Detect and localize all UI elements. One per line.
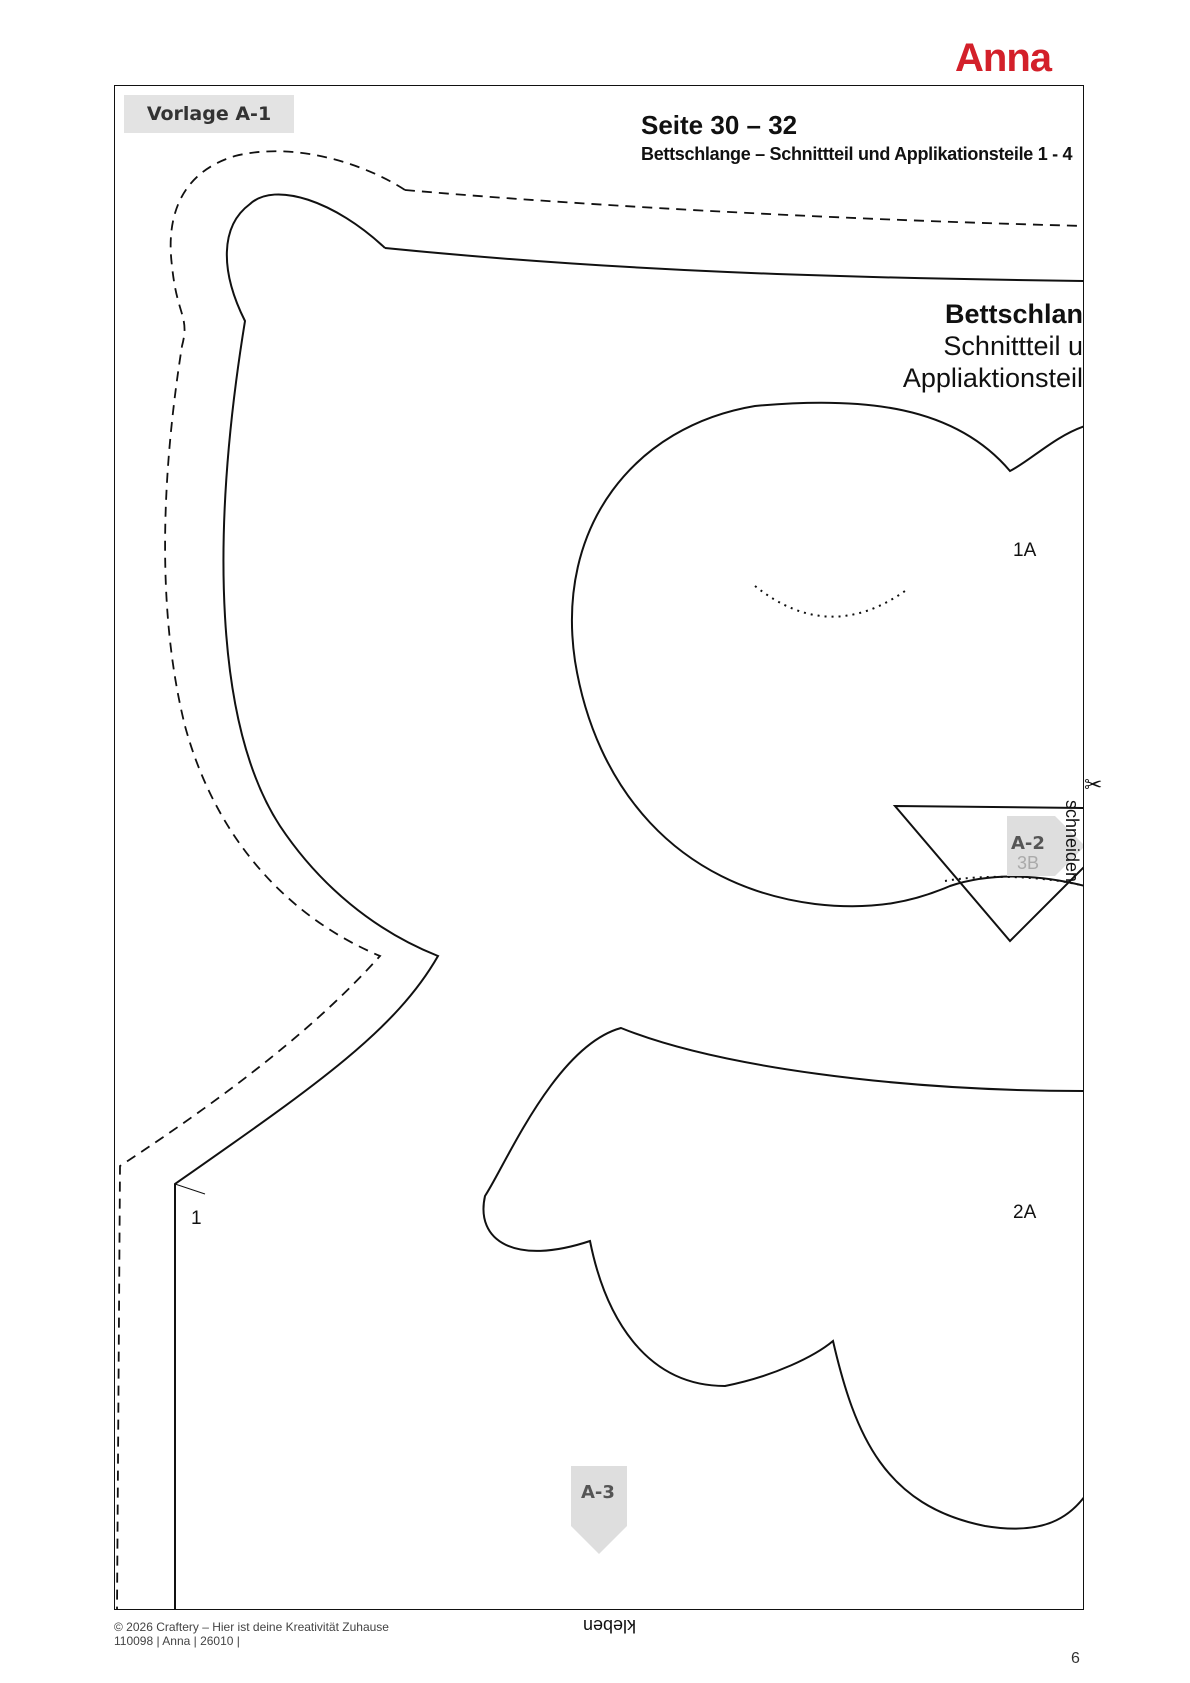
a2-marker-label: A-2	[1011, 833, 1045, 854]
a2-arrow-marker	[1007, 816, 1083, 876]
page-title: Seite 30 – 32	[641, 110, 798, 140]
seam-allowance-line	[116, 150, 406, 1609]
cut-piece-title-line1: Bettschlan	[944, 299, 1083, 329]
cut-instruction: schneiden	[1062, 800, 1082, 883]
page-number: 6	[1071, 1650, 1080, 1667]
piece-2a-outline	[482, 1026, 1083, 1530]
piece-1-notch	[174, 1183, 206, 1195]
seam-allowance-top	[404, 189, 1083, 227]
main-piece-outline	[174, 193, 440, 1609]
piece-2a-label: 2A	[1013, 1202, 1037, 1223]
cut-piece-title-line2: Schnittteil u	[943, 331, 1083, 361]
footer-line2: 110098 | Anna | 26010 |	[114, 1634, 240, 1648]
eye-stitch-line	[754, 585, 906, 618]
footer-line1: © 2026 Craftery – Hier ist deine Kreativ…	[114, 1620, 389, 1634]
scissor-icon: ✂	[1084, 772, 1103, 797]
footer-copyright: © 2026 Craftery – Hier ist deine Kreativ…	[114, 1620, 389, 1648]
piece-1a-label: 1A	[1013, 540, 1037, 561]
wing-stitch-line	[944, 875, 1083, 887]
a3-marker-label: A-3	[581, 1482, 615, 1503]
piece-3b-label: 3B	[1017, 853, 1040, 873]
cut-piece-title: Bettschlan Schnittteil u Appliaktionstei…	[903, 298, 1083, 394]
brand-logo: Anna	[955, 36, 1052, 80]
template-badge: Vorlage A-1	[124, 95, 294, 133]
glue-instruction: kleben	[583, 1616, 637, 1636]
pattern-drawing	[116, 150, 1083, 1609]
cut-piece-title-line3: Appliaktionsteil	[902, 363, 1083, 393]
a3-arrow-marker	[571, 1466, 627, 1554]
piece-1-label: 1	[191, 1208, 202, 1229]
piece-3b-triangle	[892, 804, 1083, 943]
piece-1a-outline	[570, 401, 1083, 908]
pattern-sheet: Vorlage A-1 Seite 30 – 32 Bettschlange –…	[114, 85, 1084, 1610]
page-subtitle: Bettschlange – Schnittteil und Applikati…	[641, 144, 1073, 164]
main-piece-top	[384, 247, 1083, 282]
